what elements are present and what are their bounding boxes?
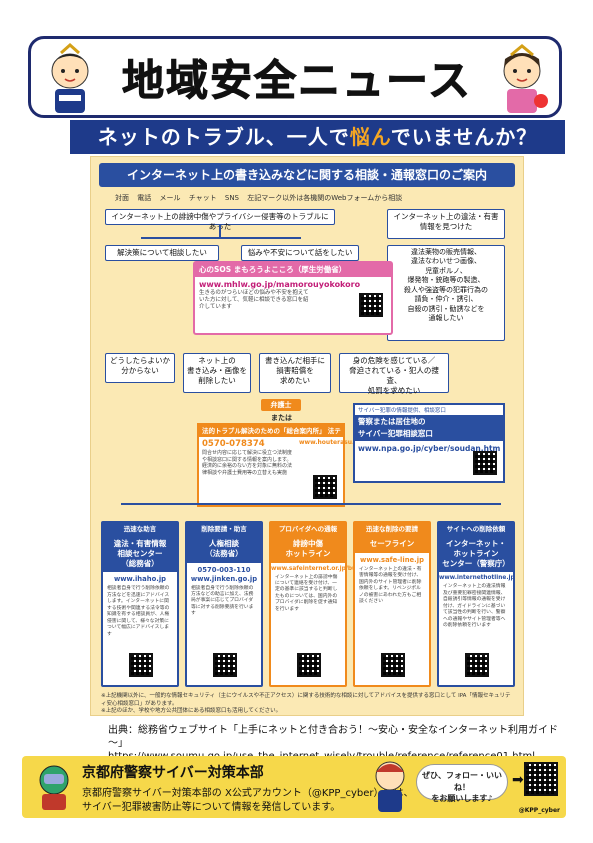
column-safeline: 迅速な削除の要請 セーフライン www.safe-line.jp インターネット… (353, 521, 431, 687)
footer-banner: 京都府警察サイバー対策本部 京都府警察サイバー対策本部の X公式アカウント（@K… (22, 756, 566, 818)
qr-code-icon (129, 653, 153, 677)
qr-code-icon[interactable] (524, 762, 558, 796)
column-name: 人権相談 （法務省） (187, 535, 261, 563)
qr-code-icon (473, 451, 497, 475)
footer-line-2: サイバー犯罪被害防止等について情報を発信しています。 (82, 802, 341, 813)
column-jinken: 削除要請・助言 人権相談 （法務省） 0570-003-110 www.jink… (185, 521, 263, 687)
column-name: インターネット・ ホットライン センター（警察庁） (439, 535, 513, 573)
footer-title: 京都府警察サイバー対策本部 (82, 765, 264, 781)
qr-code-icon (381, 653, 405, 677)
flow-delete: ネット上の 書き込み・画像を 削除したい (183, 353, 251, 393)
legend-mail: メール (159, 194, 181, 202)
column-bullying-hotline: プロバイダへの通報 誹謗中傷 ホットライン www.safeinternet.o… (269, 521, 377, 687)
follow-bubble: ぜひ、フォロー・いいね！ をお願いします♪ (416, 764, 508, 803)
flow-danger: 身の危険を感じている／ 脅迫されている・犯人の捜査、 処罰を求めたい (339, 353, 449, 395)
legend-face: 対面 (115, 194, 129, 202)
column-url[interactable]: www.safe-line.jp (360, 555, 424, 564)
column-tag: 迅速な助言 (103, 523, 177, 535)
subtitle-bar: ネットのトラブル、一人で悩んでいませんか？ (70, 120, 565, 154)
consultation-poster: インターネット上の書き込みなどに関する相談・通報窓口のご案内 対面 電話 メール… (90, 156, 524, 716)
illegal-info-list: 違法薬物の販売情報、 違法なわいせつ画像、 児童ポルノ、 爆発物・銃砲等の製造、… (387, 245, 505, 341)
column-desc: インターネット上の違法情報及び重要犯罪密接関連情報、自殺誘引等情報の通報を受け付… (443, 584, 506, 629)
houterasu-url[interactable]: www.houterasu.or.jp (299, 439, 370, 446)
connector (141, 237, 301, 239)
police-mascot-left-icon (51, 43, 89, 113)
police-card-tag: サイバー犯罪の情報提供、相談窓口 (355, 405, 503, 415)
flow-damages: 書き込んだ相手に 損害賠償を 求めたい (259, 353, 331, 393)
legend: 対面 電話 メール チャット SNS 左記マーク以外は各機関のWebフォームから… (115, 193, 513, 203)
column-internet-hotline: サイトへの削除依頼 インターネット・ ホットライン センター（警察庁） www.… (437, 521, 515, 687)
column-desc: インターネット上の違法・有害情報等の通報を受け付け、国内外のサイト管理者に削除依… (359, 566, 422, 605)
flow-worry: 悩みや不安について話をしたい (241, 245, 359, 261)
column-name: 誹謗中傷 ホットライン (271, 535, 345, 563)
column-name: セーフライン (355, 535, 429, 553)
qr-code-icon (359, 293, 383, 317)
houterasu-tel[interactable]: 0570-078374 (202, 439, 265, 449)
police-card: サイバー犯罪の情報提供、相談窓口 警察または居住地の サイバー犯罪相談窓口 ww… (353, 403, 505, 483)
sos-card: 心のSOS まもろうよこころ（厚生労働省） www.mhlw.go.jp/mam… (193, 261, 393, 335)
qr-code-icon (313, 475, 337, 499)
source-line-1: 出典：総務省ウェブサイト「上手にネットと付き合おう！～安心・安全なインターネット… (108, 725, 558, 749)
subtitle-emphasis: 悩ん (349, 125, 391, 149)
legend-note: 左記マーク以外は各機関のWebフォームから相談 (247, 194, 403, 202)
sos-card-head: 心のSOS まもろうよこころ（厚生労働省） (195, 263, 391, 277)
police-card-url[interactable]: www.npa.go.jp/cyber/soudan.htm (358, 444, 501, 453)
mascot-girl-icon (375, 761, 405, 812)
column-tag: 迅速な削除の要請 (355, 523, 429, 535)
houterasu-desc: 問合せ内容に応じて解決に役立つ法制度や相談窓口に関する情報を案内します。経済的に… (202, 450, 293, 476)
sos-card-desc: 生きるのがつらいほどの悩みや不安を抱えていた方に対して、気軽に相談できる窓口を紹… (199, 290, 309, 311)
column-url[interactable]: www.internethotline.jp (439, 575, 515, 582)
flow-solve: 解決策について相談したい (105, 245, 219, 261)
column-tag: 削除要請・助言 (187, 523, 261, 535)
connector (219, 225, 221, 237)
connector (121, 503, 501, 505)
cyber-police-robot-icon (39, 765, 69, 810)
subtitle-post: でいませんか？ (390, 125, 538, 149)
column-tel[interactable]: 0570-003-110 (197, 565, 251, 574)
qr-code-icon (213, 653, 237, 677)
legend-chat: チャット (188, 194, 217, 202)
column-name: 違法・有害情報 相談センター （総務省） (103, 535, 177, 573)
flow-dont-know: どうしたらよいか 分からない (105, 353, 175, 383)
flow-top-left: インターネット上の誹謗中傷やプライバシー侵害等のトラブルにあった (105, 209, 335, 231)
qr-code-icon (465, 653, 489, 677)
qr-code-icon (297, 653, 321, 677)
poster-footnote: ※上記機関以外に、一般的な情報セキュリティ（主にウイルスや不正アクセス）に関する… (101, 693, 511, 715)
lawyer-label: 弁護士 (261, 399, 301, 411)
sos-card-url[interactable]: www.mhlw.go.jp/mamorouyokokoro (199, 280, 361, 289)
poster-heading: インターネット上の書き込みなどに関する相談・通報窓口のご案内 (99, 163, 515, 187)
column-desc: 相談者自身で行う削除依頼の方法などを迅速にアドバイスします。インターネットに関す… (107, 586, 170, 637)
arrow-right-icon: ➡ (512, 772, 524, 788)
column-tag: サイトへの削除依頼 (439, 523, 513, 535)
flow-top-right: インターネット上の違法・有害情報を見つけた (387, 209, 505, 239)
police-card-head: 警察または居住地の サイバー犯罪相談窓口 (355, 415, 503, 441)
footer-line-1: 京都府警察サイバー対策本部の X公式アカウント（@KPP_cyber）では、 (82, 788, 414, 799)
police-mascot-right-icon (503, 44, 548, 113)
or-label: または (271, 414, 292, 422)
column-ihaho: 迅速な助言 違法・有害情報 相談センター （総務省） www.ihaho.jp … (101, 521, 179, 687)
legend-phone: 電話 (137, 194, 152, 202)
column-tag: プロバイダへの通報 (271, 523, 345, 535)
column-url[interactable]: www.jinken.go.jp (190, 574, 258, 583)
legend-sns: SNS (224, 194, 239, 202)
column-url[interactable]: www.safeinternet.or.jp/bullying/ (271, 565, 377, 572)
column-desc: 相談者自身で行う削除依頼の方法などの助言に加え、法務局が事案に応じてプロバイダ等… (191, 585, 254, 617)
subtitle-pre: ネットのトラブル、一人で (97, 125, 350, 149)
page-title: 地域安全ニュース (122, 56, 472, 106)
title-banner: 地域安全ニュース (28, 36, 562, 118)
column-url[interactable]: www.ihaho.jp (113, 575, 167, 584)
x-handle[interactable]: @KPP_cyber (518, 807, 560, 814)
column-desc: インターネット上の誹謗中傷について連絡を受け付け、一定の基準に該当すると判断した… (275, 574, 338, 612)
houterasu-head: 法的トラブル解決のための「総合案内所」 法テラス (199, 425, 343, 447)
houterasu-card: 法的トラブル解決のための「総合案内所」 法テラス 0570-078374 問合せ… (197, 423, 369, 507)
